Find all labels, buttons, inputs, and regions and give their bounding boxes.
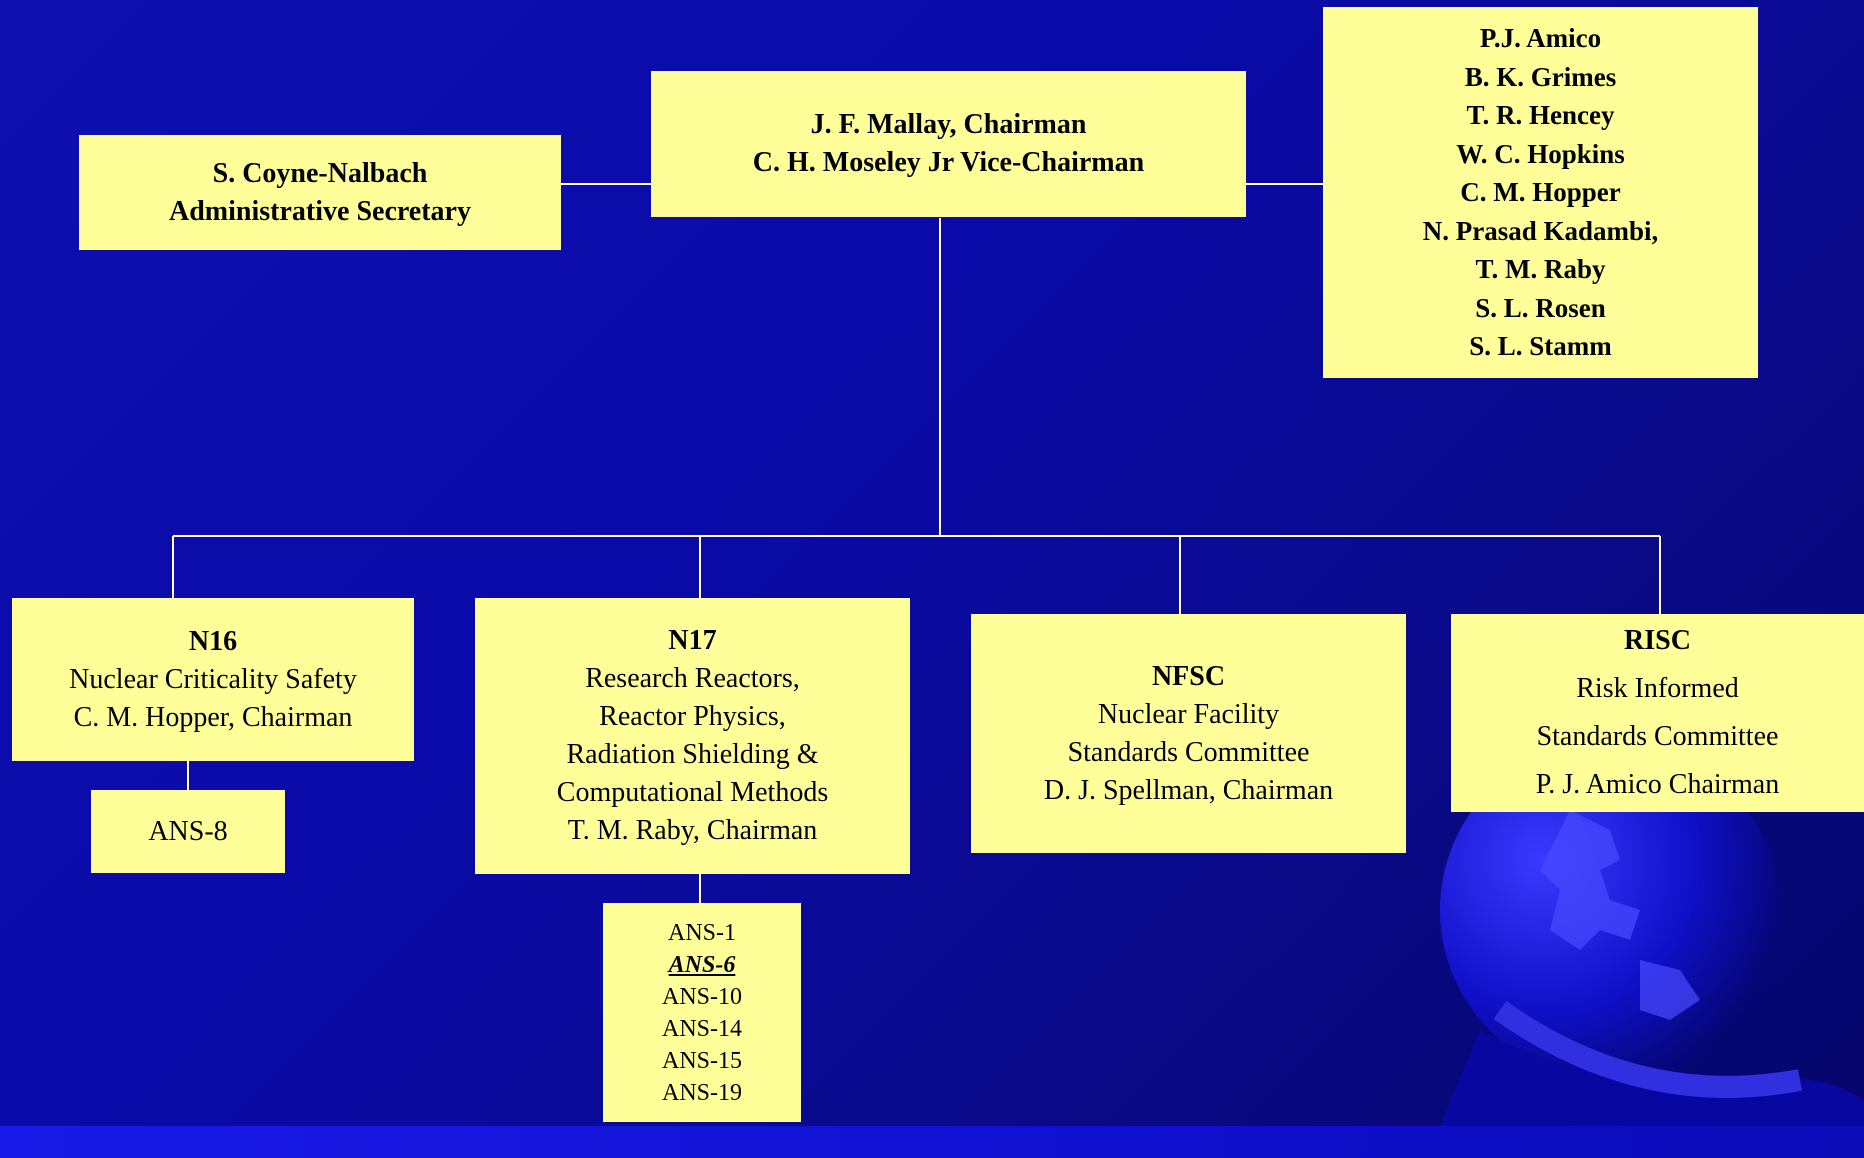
secretary-title: Administrative Secretary [169,195,471,227]
committee-line: Standards Committee [1536,721,1779,752]
member-name: T. R. Hencey [1466,100,1615,131]
subgroup-item: ANS-8 [148,815,228,847]
committee-code: NFSC [1151,660,1226,692]
committee-line: Computational Methods [556,777,829,808]
secretary-name: S. Coyne-Nalbach [212,157,428,189]
subgroup-n17-box: ANS-1 ANS-6 ANS-10 ANS-14 ANS-15 ANS-19 [603,903,801,1122]
bottom-bar [0,1126,1864,1158]
committee-n16-box: N16 Nuclear Criticality Safety C. M. Hop… [12,598,414,761]
member-name: B. K. Grimes [1464,61,1617,92]
member-name: T. M. Raby [1475,254,1606,285]
members-box: P.J. Amico B. K. Grimes T. R. Hencey W. … [1323,7,1758,378]
vice-chairman-line: C. H. Moseley Jr Vice-Chairman [752,147,1145,178]
subgroup-item: ANS-19 [661,1079,742,1106]
committee-line: Research Reactors, [585,663,800,694]
subgroup-n16-box: ANS-8 [91,790,285,873]
committee-line: Standards Committee [1067,736,1310,768]
member-name: P.J. Amico [1479,23,1602,54]
committee-chair: D. J. Spellman, Chairman [1043,774,1334,806]
member-name: S. L. Stamm [1469,331,1612,362]
chairman-line: J. F. Mallay, Chairman [810,109,1087,140]
globe-icon [1440,780,1864,1126]
committee-n17-box: N17 Research Reactors, Reactor Physics, … [475,598,910,874]
member-name: S. L. Rosen [1475,292,1606,323]
committee-chair: P. J. Amico Chairman [1535,769,1780,800]
member-name: W. C. Hopkins [1456,138,1625,169]
subgroup-item: ANS-1 [667,919,736,946]
committee-line: Risk Informed [1576,673,1739,704]
subgroup-item: ANS-15 [661,1047,742,1074]
member-name: N. Prasad Kadambi, [1422,215,1659,246]
committee-code: N16 [188,625,238,657]
committee-chair: C. M. Hopper, Chairman [73,701,353,733]
subgroup-item: ANS-14 [661,1015,742,1042]
committee-risc-box: RISC Risk Informed Standards Committee P… [1451,614,1864,812]
committee-code: RISC [1624,625,1691,656]
subgroup-item: ANS-10 [661,983,742,1010]
subgroup-item-highlighted: ANS-6 [668,951,736,978]
committee-line: Reactor Physics, [599,701,786,732]
committee-nfsc-box: NFSC Nuclear Facility Standards Committe… [971,614,1406,853]
committee-code: N17 [668,625,717,656]
chair-box: J. F. Mallay, Chairman C. H. Moseley Jr … [651,71,1246,217]
secretary-box: S. Coyne-Nalbach Administrative Secretar… [79,135,561,250]
committee-chair: T. M. Raby, Chairman [567,815,818,846]
committee-line: Nuclear Criticality Safety [69,663,357,695]
committee-line: Nuclear Facility [1097,698,1280,730]
committee-line: Radiation Shielding & [566,739,819,770]
member-name: C. M. Hopper [1460,177,1621,208]
